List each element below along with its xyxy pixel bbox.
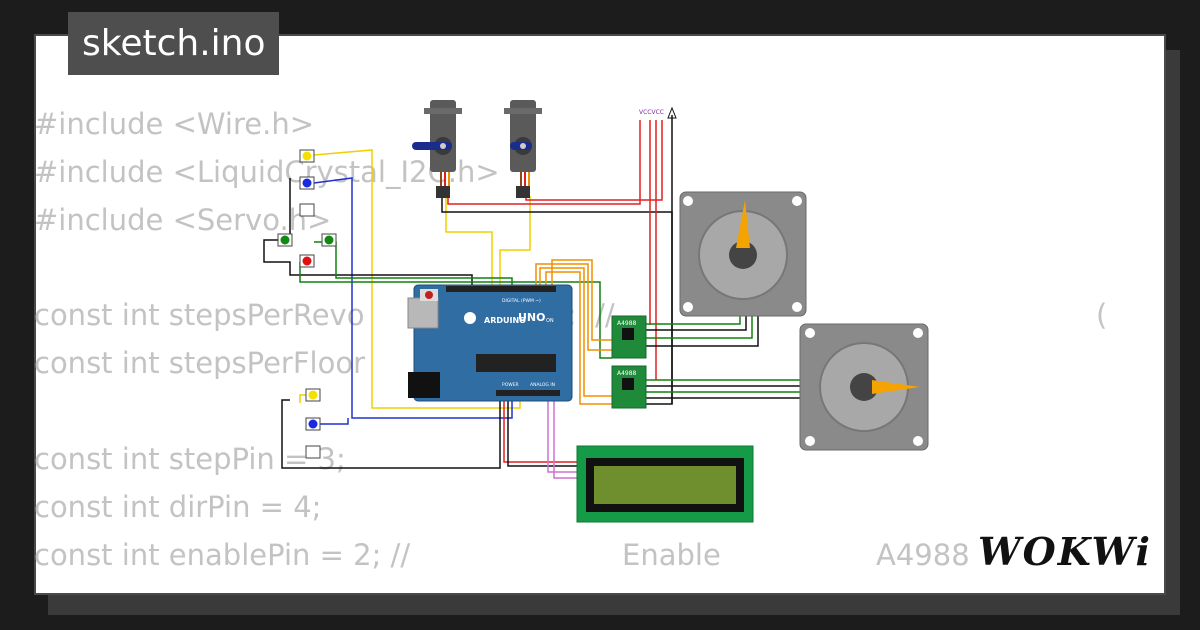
vcc-label: VCCVCC <box>639 109 664 116</box>
code-comment-a4988: A4988 <box>876 538 970 572</box>
a4988-driver-1: A4988 <box>611 315 647 359</box>
code-comment-enable: Enable <box>622 538 721 572</box>
wokwi-logo-text: WOKWi <box>978 529 1152 574</box>
power-symbols: VCCVCC <box>639 106 677 119</box>
code-line-8: const int stepPin = 3; <box>34 442 346 476</box>
blue-led-2 <box>308 419 318 429</box>
wokwi-logo: WOKWi <box>978 529 1152 574</box>
arduino-analog: ANALOG IN <box>530 382 555 388</box>
code-line-6: const int stepsPerFloor <box>34 346 365 380</box>
green-led-1 <box>280 235 290 245</box>
code-line-5: const int stepsPerRevo <box>34 298 365 332</box>
code-line-10: const int enablePin = 2; // <box>34 538 411 572</box>
stepper-motor-1 <box>679 191 807 317</box>
blue-led-1 <box>302 178 312 188</box>
arduino-model: UNO <box>518 311 546 324</box>
arduino-brand: ARDUINO <box>484 316 526 325</box>
code-line-9: const int dirPin = 4; <box>34 490 322 524</box>
lcd-display <box>576 445 754 523</box>
a4988-driver-2: A4988 <box>611 365 647 409</box>
yellow-led-1 <box>302 151 312 161</box>
input-components <box>277 149 337 459</box>
yellow-led-2 <box>308 390 318 400</box>
driver-2-label: A4988 <box>617 370 637 377</box>
red-led <box>302 256 312 266</box>
green-led-2 <box>324 235 334 245</box>
stepper-motor-2 <box>799 323 929 451</box>
arduino-on: ON <box>546 318 554 324</box>
file-title-tab[interactable]: sketch.ino <box>68 12 280 75</box>
arduino-power: POWER <box>502 382 519 388</box>
driver-1-label: A4988 <box>617 320 637 327</box>
code-comment-paren: ( <box>1096 298 1108 332</box>
arduino-digital: DIGITAL (PWM ~) <box>502 298 541 304</box>
button-1 <box>299 203 315 217</box>
code-line-1: #include <Wire.h> <box>34 107 315 141</box>
button-2 <box>305 445 321 459</box>
servo-2 <box>504 100 542 198</box>
arduino-uno: ARDUINO UNO ON DIGITAL (PWM ~) ANALOG IN… <box>407 284 573 402</box>
servo-1 <box>412 100 462 198</box>
